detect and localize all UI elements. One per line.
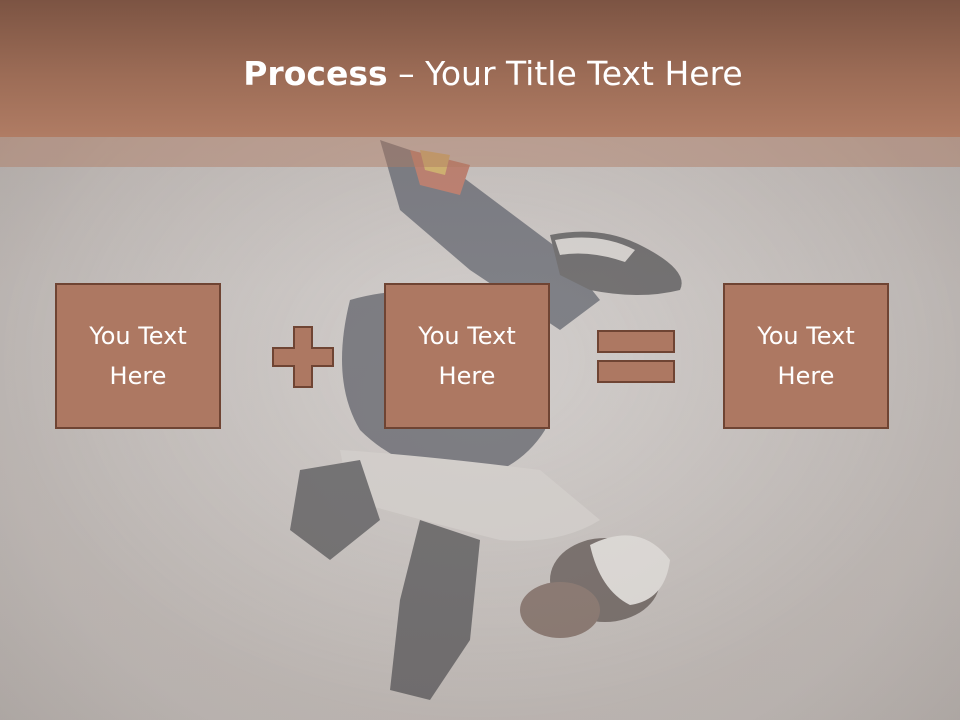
process-box-3-text: You Text Here <box>757 322 855 390</box>
process-box-2-text: You Text Here <box>418 322 516 390</box>
title-rest: – Your Title Text Here <box>387 54 743 93</box>
process-box-3[interactable]: You Text Here <box>723 283 889 429</box>
process-box-2[interactable]: You Text Here <box>384 283 550 429</box>
equals-icon <box>597 330 675 383</box>
title-bar <box>0 0 960 137</box>
process-box-1-text: You Text Here <box>89 322 187 390</box>
slide-title[interactable]: Process – Your Title Text Here <box>0 52 960 96</box>
plus-icon <box>272 326 334 388</box>
process-box-1[interactable]: You Text Here <box>55 283 221 429</box>
title-bar-band <box>0 137 960 167</box>
title-bold: Process <box>243 54 388 93</box>
